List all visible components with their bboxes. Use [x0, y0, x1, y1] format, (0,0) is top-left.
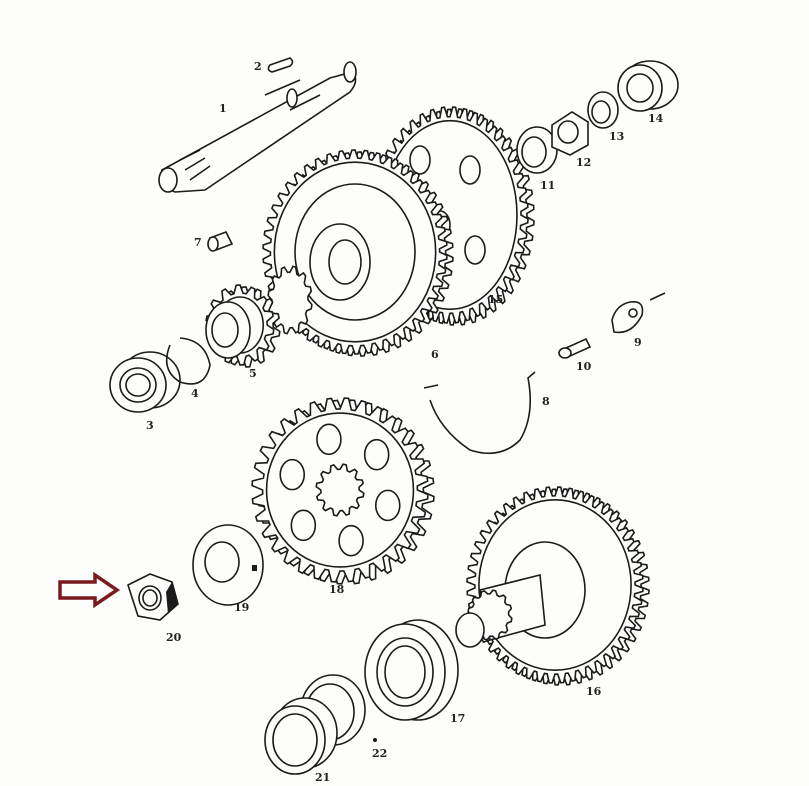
bearing-14 — [617, 60, 679, 112]
lightening-hole — [409, 145, 431, 175]
bearing-17 — [364, 619, 459, 721]
circlip-4 — [165, 337, 211, 385]
label-11: 11 — [540, 179, 555, 192]
nut-20 — [127, 573, 179, 621]
label-7: 7 — [194, 236, 202, 249]
label-10: 10 — [576, 360, 592, 373]
lock-plate-9 — [611, 292, 666, 334]
wire-clip-8 — [423, 371, 536, 455]
bushing-21 — [264, 697, 338, 775]
label-12: 12 — [576, 156, 591, 169]
label-1: 1 — [219, 102, 227, 115]
gear-rim — [265, 412, 415, 568]
label-17: 17 — [450, 712, 465, 725]
hub-ring — [294, 183, 416, 321]
label-4: 4 — [191, 387, 199, 400]
shaft-end — [455, 612, 485, 648]
label-5: 5 — [249, 367, 257, 380]
washer-13 — [587, 91, 619, 129]
spline-bore — [328, 239, 362, 285]
spacer-bore — [211, 312, 239, 348]
label-15: 15 — [488, 293, 503, 306]
label-14: 14 — [648, 112, 664, 125]
lightening-hole — [459, 155, 481, 185]
dot-22 — [373, 738, 377, 742]
small-sprocket-5 — [205, 284, 281, 368]
sprocket-window — [363, 438, 390, 471]
label-16: 16 — [586, 685, 602, 698]
gear-rim — [478, 499, 632, 671]
sprocket-window — [374, 489, 401, 522]
driven-gear-16 — [455, 486, 650, 686]
rear-sprocket-18 — [251, 397, 435, 585]
label-13: 13 — [609, 130, 624, 143]
sprocket-window — [338, 524, 364, 557]
label-9: 9 — [634, 336, 642, 349]
pin-10 — [558, 337, 592, 359]
label-2: 2 — [254, 60, 262, 73]
gear-cluster-6 — [262, 149, 454, 357]
label-22: 22 — [372, 747, 387, 760]
label-19: 19 — [234, 601, 249, 614]
nut-12 — [551, 111, 589, 156]
label-6: 6 — [431, 348, 439, 361]
highlight-arrow — [58, 571, 121, 609]
lightening-hole — [464, 235, 486, 265]
shaft-1 — [158, 61, 357, 193]
spline-center — [315, 463, 365, 517]
gear-rim — [273, 161, 437, 343]
sprocket-window — [290, 509, 317, 542]
label-21: 21 — [315, 771, 330, 784]
washer-11 — [516, 126, 558, 174]
pin-7 — [207, 230, 234, 252]
spline-sleeve — [267, 265, 313, 335]
bearing-3 — [109, 351, 181, 413]
label-8: 8 — [542, 395, 550, 408]
tab-washer-19 — [192, 524, 264, 606]
label-20: 20 — [166, 631, 182, 644]
key-2 — [267, 57, 294, 73]
label-18: 18 — [329, 583, 345, 596]
sprocket-window — [279, 458, 306, 491]
label-3: 3 — [146, 419, 154, 432]
sprocket-window — [316, 423, 342, 456]
